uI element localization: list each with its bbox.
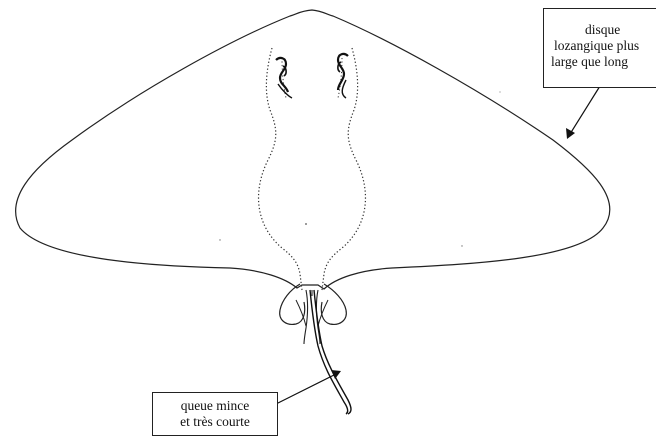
disc-label-line3: large que long [548, 54, 656, 70]
disc-label-line1: disque [548, 22, 656, 38]
disc-label-box: disque lozangique plus large que long [543, 8, 656, 88]
tail-arrow-line [276, 374, 336, 404]
disc-arrow-line [570, 86, 600, 134]
center-dot [305, 223, 307, 225]
tail-label-box: queue mince et très courte [152, 392, 278, 436]
speck [219, 239, 220, 240]
right-pelvic-fin [321, 284, 346, 324]
left-pelvic-fin [280, 284, 305, 324]
speck [461, 245, 462, 246]
speck [499, 91, 500, 92]
tail-label-line1: queue mince [153, 398, 277, 414]
arrow-head-icon [566, 128, 575, 139]
disc-label-line2: lozangique plus [548, 38, 656, 54]
disc-outline [16, 10, 610, 289]
left-eye-icon [276, 58, 292, 98]
right-eye-icon [338, 54, 348, 98]
clasper [304, 290, 308, 344]
body-outline [259, 48, 302, 290]
tail-label-line2: et très courte [153, 414, 277, 430]
arrow-head-icon [331, 370, 341, 379]
